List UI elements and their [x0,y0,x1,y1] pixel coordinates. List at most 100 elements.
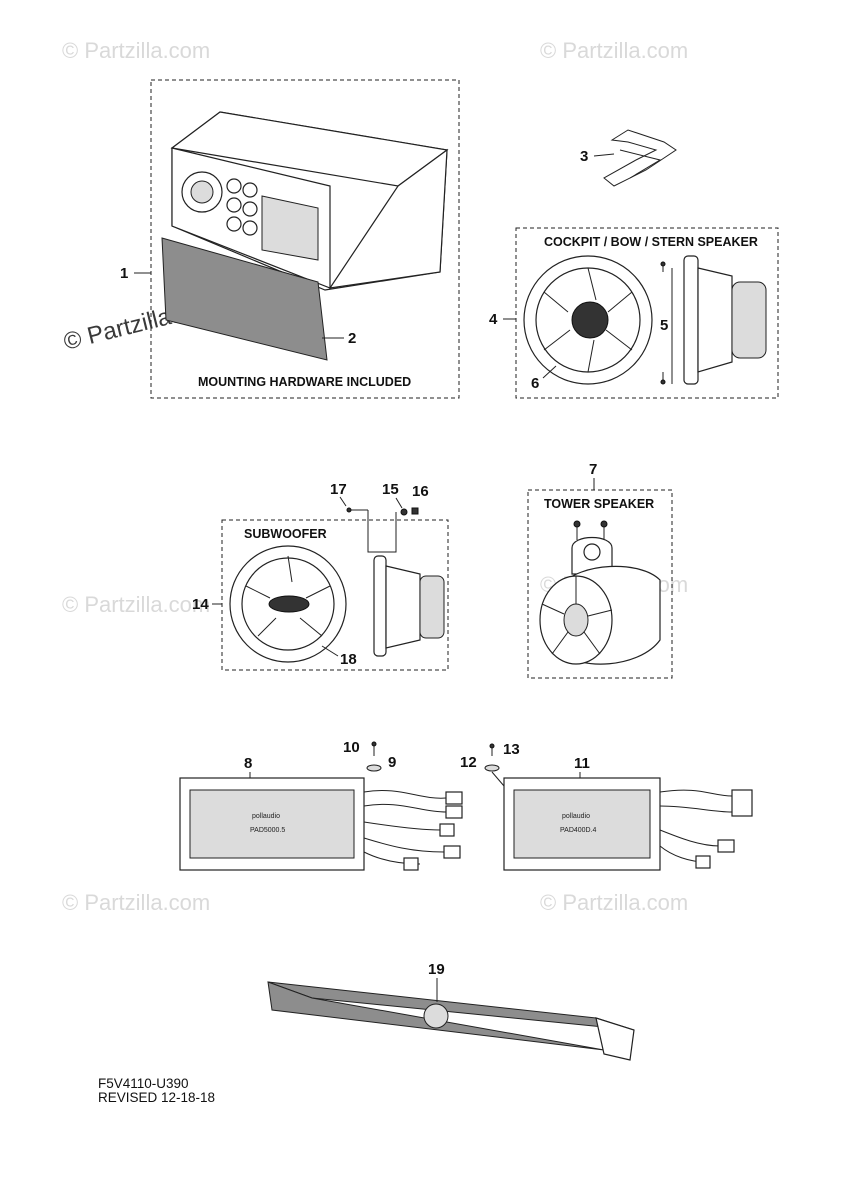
tower-speaker-box [527,489,673,679]
subwoofer-group: SUBWOOFER 17 15 16 14 18 [192,481,449,671]
stereo-knob-center [190,180,214,204]
subwoofer-magnet [419,575,445,639]
sound-bar-center-speaker [423,1003,449,1029]
connector [731,789,753,817]
screw-head [660,261,666,267]
cockpit-speaker-box [515,227,779,399]
speaker-side-rim [683,255,699,385]
callout-3: 3 [580,148,588,165]
callout-16: 16 [412,483,429,500]
stereo-gasket [161,237,328,361]
screw-head [346,507,352,513]
caption-cockpit-speaker: COCKPIT / BOW / STERN SPEAKER [544,235,758,249]
callout-11: 11 [574,755,590,772]
subwoofer-side-basket [385,565,421,649]
drawing-number: F5V4110-U390 [98,1076,189,1091]
amplifier-left-model: PAD5000.5 [250,827,285,834]
screw-head [660,379,666,385]
watermark: © Partzilla.com [62,592,210,617]
screw-head [573,520,581,528]
tower-grille-spokes [541,576,613,655]
callout-18: 18 [340,651,357,668]
connector [695,855,711,869]
amplifier-right-heatsink [513,789,651,859]
callout-10: 10 [343,739,360,756]
sound-bar-end [595,1017,635,1061]
amplifier-right-group: pollaudio PAD400D.4 11 12 13 [460,741,753,871]
subwoofer-box [221,519,449,671]
watermark: © Partzilla.com [540,38,688,63]
caption-tower-speaker: TOWER SPEAKER [544,497,654,511]
amplifier-right-wires [659,789,733,863]
washer [484,764,500,772]
leader-line [395,497,403,509]
nut [400,508,408,516]
leader-line [339,496,347,507]
connector [717,839,735,853]
footer-group: F5V4110-U390 REVISED 12-18-18 [98,1076,215,1105]
tower-clamp-hole [583,543,601,561]
watermark: © Partzilla.com [62,890,210,915]
watermark: © Partzilla.com [540,890,688,915]
amplifier-left-brand: pollaudio [252,813,280,820]
subwoofer-side-rim [373,555,387,657]
stereo-button [226,178,242,194]
connector [445,805,463,819]
tower-tweeter [563,603,589,637]
sound-bar-group: 19 [267,961,635,1061]
screw-head [600,520,608,528]
amplifier-left-wires [363,790,447,865]
callout-19: 19 [428,961,445,978]
connector [443,845,461,859]
amplifier-right-model: PAD400D.4 [560,827,597,834]
screw-head [489,743,495,749]
leader-line [491,771,505,787]
tower-speaker-group: 7 TOWER SPEAKER [527,461,673,679]
amplifier-left-group: pollaudio PAD5000.5 8 10 9 [179,739,463,871]
nut [411,507,419,515]
callout-17: 17 [330,481,347,498]
wire-harness [603,129,677,187]
leader-line [321,645,339,657]
speaker-magnet [731,281,767,359]
amplifier-left-heatsink [189,789,355,859]
caption-mounting-hardware: MOUNTING HARDWARE INCLUDED [198,375,411,389]
head-unit-group: 1 2 MOUNTING HARDWARE INCLUDED [120,79,460,399]
head-unit-box [150,79,460,399]
stereo-button [226,216,242,232]
leader-line [542,365,557,379]
screw-head [371,741,377,747]
callout-8: 8 [244,755,252,772]
leader-line [593,153,615,157]
stereo-button [242,201,258,217]
callout-9: 9 [388,754,396,771]
callout-2: 2 [348,330,356,347]
connector [445,791,463,805]
stereo-button [242,220,258,236]
connector [403,857,419,871]
callout-6: 6 [531,375,539,392]
caption-subwoofer: SUBWOOFER [244,527,327,541]
callout-14: 14 [192,596,209,613]
callout-12: 12 [460,754,477,771]
watermark: © Partzilla.com [62,38,210,63]
washer [366,764,382,772]
cockpit-speaker-tweeter [571,301,609,339]
speaker-side-basket [697,267,733,373]
subwoofer-spokes [245,555,331,637]
revision-date: REVISED 12-18-18 [98,1090,215,1105]
leader-line [367,510,397,553]
connector [439,823,455,837]
stereo-button [242,182,258,198]
stereo-side [328,148,448,289]
callout-1: 1 [120,265,128,282]
callout-13: 13 [503,741,520,758]
callout-4: 4 [489,311,498,328]
cockpit-speaker-group: COCKPIT / BOW / STERN SPEAKER 5 4 6 [489,227,779,399]
stereo-button [226,197,242,213]
subwoofer-badge [268,595,310,613]
callout-15: 15 [382,481,399,498]
callout-5: 5 [660,317,668,334]
